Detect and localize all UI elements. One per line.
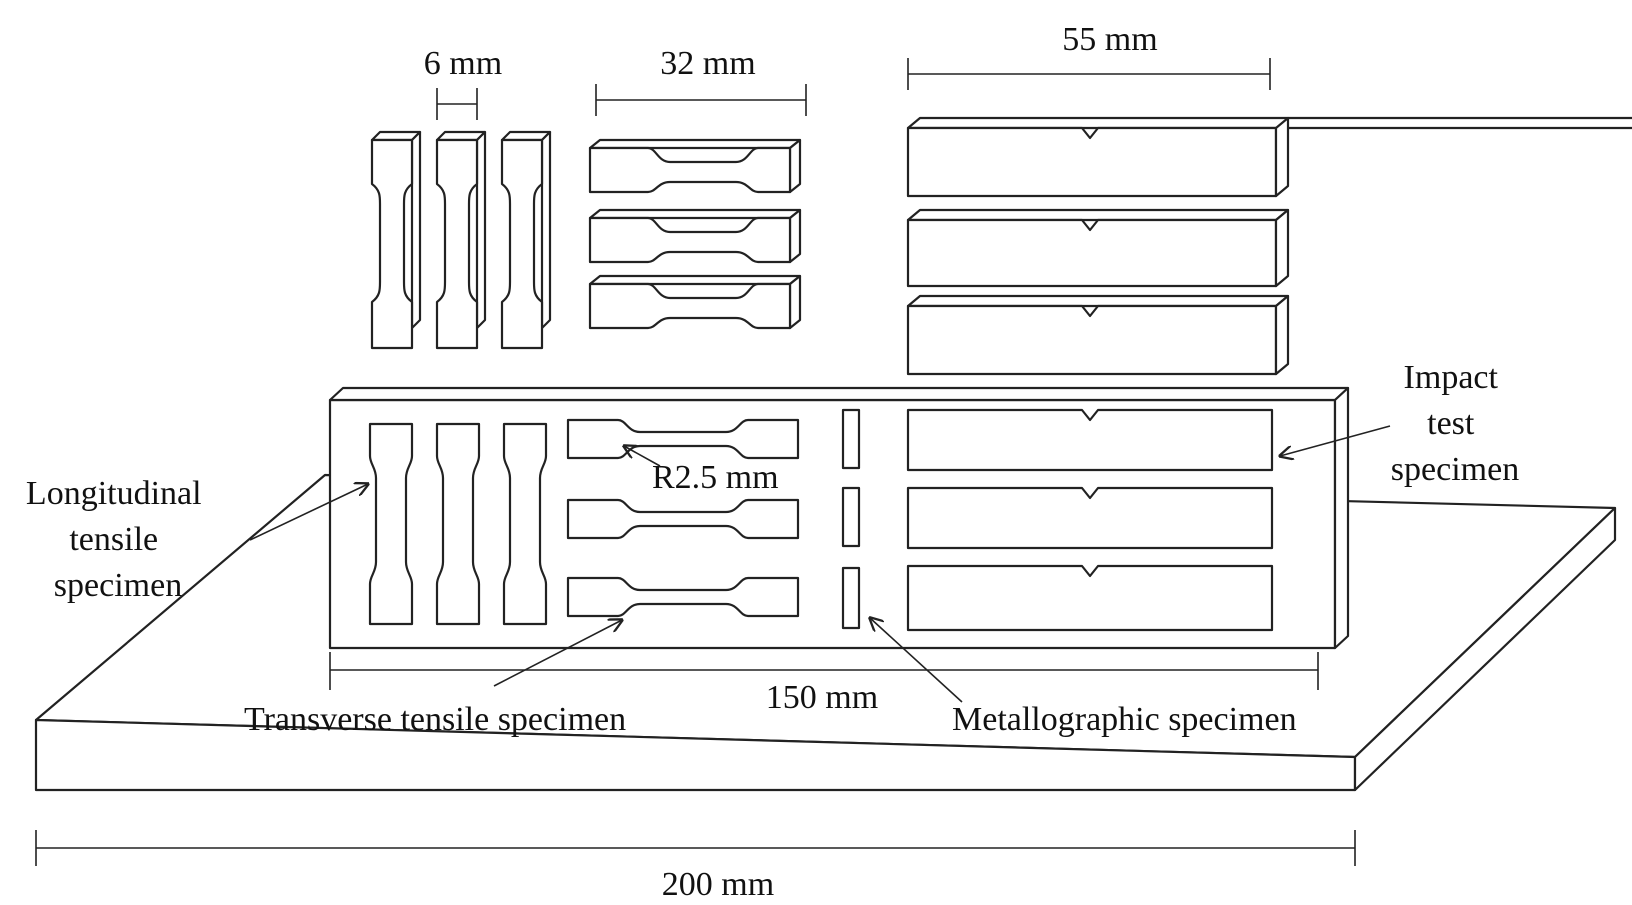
impact-specimen [906,294,1290,376]
dimension-label-55mm: 55 mm [1062,21,1157,58]
metallographic-cutouts [841,408,861,630]
dimension-200mm: 200 mm [35,830,1356,903]
transverse-leader-arrow [493,620,622,687]
dimension-150mm: 150 mm [329,652,1319,716]
transverse-specimen [588,138,802,194]
dimension-label-200mm: 200 mm [662,866,774,903]
impact-leader-arrow [1280,425,1391,456]
weld-block [328,386,1350,650]
label-radius: R2.5 mm [624,446,779,496]
longitudinal-specimen [500,130,552,350]
svg-text:Impact test specim: Impact test specimen [1391,359,1519,488]
impact-specimen [906,116,1632,198]
longitudinal-label-line: tensile [69,521,158,558]
transverse-label: Transverse tensile specimen [244,701,626,738]
label-impact: Impact test specimen [1280,359,1519,488]
impact-specimens [906,116,1632,376]
longitudinal-cutouts [368,422,548,626]
svg-text:Longitudinal tensile: Longitudinal tensile specimen [26,475,210,604]
impact-label-line: test [1427,405,1475,442]
dimension-55mm: 55 mm [907,21,1271,90]
label-longitudinal: Longitudinal tensile specimen [26,475,368,604]
dimension-label-32mm: 32 mm [660,45,755,82]
dimension-label-150mm: 150 mm [766,679,878,716]
longitudinal-leader-arrow [249,484,368,541]
impact-label-line: specimen [1391,451,1519,488]
radius-leader-arrow [624,446,661,467]
impact-specimen [906,208,1290,288]
longitudinal-label-line: specimen [54,567,182,604]
label-metallographic: Metallographic specimen [870,618,1297,738]
longitudinal-specimens [370,130,552,350]
longitudinal-specimen [435,130,487,350]
impact-cutouts [906,408,1274,632]
dimension-6mm: 6 mm [424,45,502,120]
dimension-32mm: 32 mm [595,45,807,116]
label-transverse: Transverse tensile specimen [244,620,626,738]
longitudinal-label-line: Longitudinal [26,475,202,512]
transverse-specimens [588,138,802,330]
dimension-lines: 6 mm 32 mm 55 mm 150 mm 200 mm [35,21,1356,903]
impact-label-line: Impact [1404,359,1499,396]
metallographic-label: Metallographic specimen [952,701,1297,738]
metallographic-leader-arrow [870,618,963,703]
dimension-label-6mm: 6 mm [424,45,502,82]
radius-label: R2.5 mm [652,459,779,496]
transverse-specimen [588,208,802,264]
longitudinal-specimen [370,130,422,350]
transverse-specimen [588,274,802,330]
